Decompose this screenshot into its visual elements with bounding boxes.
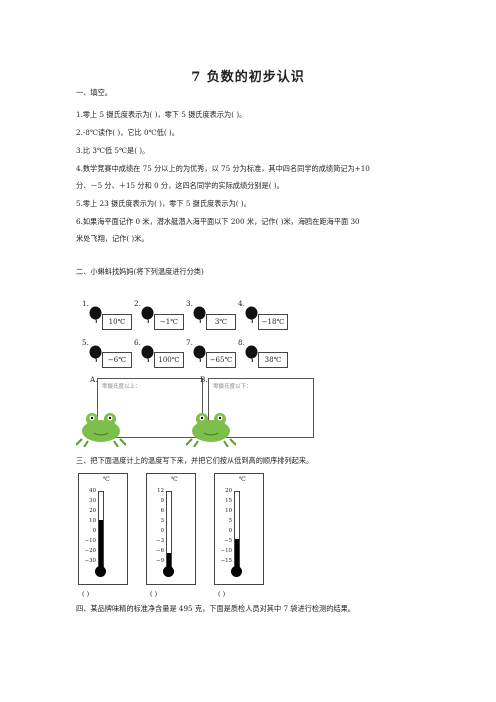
thermometer-bulb [163,566,174,577]
thermometer-bulb [95,566,106,577]
tick-label: 0 [228,528,232,534]
unit-label: ℃ [171,476,178,483]
answer-blank[interactable]: ( ) [150,590,158,598]
temperature-box: −1℃ [154,314,184,330]
thermometer-2: ℃ 12 9 6 3 0 −3 −6 −9 [146,473,196,585]
question-3: 3.比 3℃低 5℃是( )。 [76,146,150,155]
question-4-line1: 4.数学竞赛中成绩在 75 分以上的为优秀，以 75 分为标准，其中四名同学的成… [76,164,370,173]
question-2: 2.-8℃读作( )，它比 0℃低( )。 [76,128,179,137]
answer-blank[interactable]: ( ) [82,590,90,598]
question-4-line2: 分、－5 分、＋15 分和 0 分，这四名同学的实际成绩分别是( )。 [76,181,284,190]
tadpole-icon [245,345,258,362]
item-number: 6. [134,338,141,347]
mercury-fill [99,520,103,568]
tick-label: 40 [89,488,96,494]
box-b-label: B. [200,375,208,384]
frog-icon [186,413,236,447]
tadpole-icon [141,345,154,362]
tick-label: 0 [160,528,164,534]
mercury-fill [167,552,171,568]
unit-label: ℃ [103,476,110,483]
tick-label: 10 [89,518,96,524]
section3-heading: 三、把下面温度计上的温度写下来，并把它们按从低到高的顺序排列起来。 [76,456,314,465]
box-b-hint: 零摄氏度以下： [213,384,252,390]
temperature-box: 38℃ [258,352,288,368]
tadpole-icon [89,345,102,362]
tadpole-icon [193,345,206,362]
section1-heading: 一、填空。 [76,88,112,97]
item-number: 4. [238,299,245,308]
page-title: 7 负数的初步认识 [191,70,305,85]
tick-label: −10 [84,538,96,544]
tick-label: −3 [156,538,164,544]
tick-label: 9 [160,498,164,504]
item-number: 2. [134,299,141,308]
tick-label: 3 [160,518,164,524]
tick-label: −30 [84,558,96,564]
tadpole-icon [141,306,154,323]
temperature-box: −65℃ [206,352,236,368]
tadpole-icon [193,306,206,323]
thermometer-tube [166,491,172,568]
question-1: 1.零上 5 摄氏度表示为( )，零下 5 摄氏度表示为( )。 [76,110,247,119]
tick-label: 20 [89,508,96,514]
thermometer-tube [234,491,240,568]
tick-label: −20 [84,548,96,554]
thermometer-1: ℃ 40 30 20 10 0 −10 −20 −30 [78,473,128,585]
thermometer-tube [98,491,104,568]
item-number: 3. [186,299,193,308]
item-number: 5. [82,338,89,347]
temperature-box: 3℃ [206,314,236,330]
question-6-line1: 6.如果海平面记作 0 米，潜水艇潜入海平面以下 200 米，记作( )米，海鸥… [76,217,360,226]
temperature-box: −6℃ [102,352,132,368]
tadpole-icon [89,306,102,323]
tick-label: 15 [225,498,232,504]
mercury-fill [235,539,239,568]
tick-label: −10 [220,548,232,554]
tick-label: −5 [224,538,232,544]
box-a-hint: 零摄氏度以上： [102,384,141,390]
section2-heading: 二、小蝌蚪找妈妈(将下列温度进行分类) [76,267,204,276]
item-number: 7. [186,338,193,347]
tick-label: −9 [156,558,164,564]
item-number: 8. [238,338,245,347]
tick-label: 6 [160,508,164,514]
temperature-box: 10℃ [102,314,132,330]
tadpole-icon [245,306,258,323]
tick-label: 5 [228,518,232,524]
answer-blank[interactable]: ( ) [218,590,226,598]
question-5: 5.零上 23 摄氏度表示为( )，零下 5 摄氏度表示为( )。 [76,199,251,208]
tick-label: 12 [157,488,164,494]
tick-label: −15 [220,558,232,564]
question-6-line2: 米处飞翔，记作( )米。 [76,234,149,243]
box-a-label: A. [90,375,98,384]
tick-label: −6 [156,548,164,554]
temperature-box: 100℃ [154,352,184,368]
tick-label: 30 [89,498,96,504]
temperature-box: −18℃ [258,314,288,330]
frog-icon [76,413,126,447]
category-box-below-zero: 零摄氏度以下： [208,378,314,438]
tick-label: 20 [225,488,232,494]
section4-heading: 四、某品牌味精的标准净含量是 495 克，下面是质检人员对其中 7 袋进行检测的… [76,604,355,613]
item-number: 1. [82,299,89,308]
unit-label: ℃ [239,476,246,483]
tick-label: 10 [225,508,232,514]
tick-label: 0 [92,528,96,534]
thermometer-bulb [231,566,242,577]
thermometer-3: ℃ 20 15 10 5 0 −5 −10 −15 [214,473,264,585]
